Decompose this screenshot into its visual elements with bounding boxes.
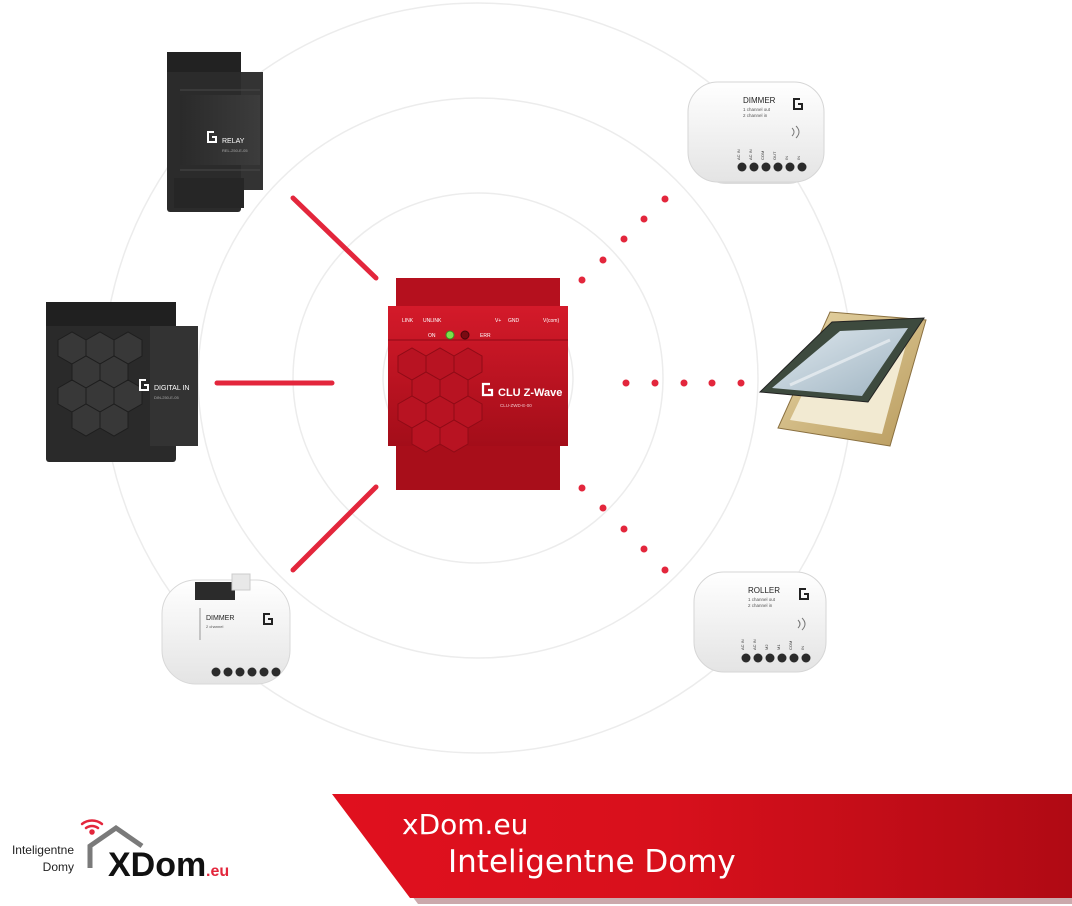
dimmer-terminal-2: AC IN [748,149,753,160]
wired-line-dimmer [290,484,379,573]
roof-window-image [758,311,927,447]
relay-module: RELAY REL-250-E-05 [167,52,263,212]
dimmer-wired-logo-icon [263,613,273,625]
roller-wireless-subtitle1: 1 channel out [748,597,776,602]
hub-port-unlink: UNLINK [423,318,442,324]
dimmer-wireless-subtitle1: 1 channel out [743,107,771,112]
dimmer-wireless-label: DIMMER [743,96,776,105]
brand-banner: xDom.eu Inteligentne Domy [332,794,1072,898]
digital-in-label: DIGITAL IN [154,385,189,392]
wired-connections [214,195,379,573]
wireless-line-dimmer [578,195,669,284]
relay-code: REL-250-E-05 [222,148,248,153]
roller-terminal-4: M1 [776,644,781,650]
banner-tagline: Inteligentne Domy [448,844,736,880]
wireless-line-window [622,379,745,387]
digital-in-logo-icon [139,379,149,391]
footer: Inteligentne Domy XDom .eu xDom.eu Intel… [0,760,1072,906]
dimmer-wireless-module: DIMMER 1 channel out 2 channel in AC IN … [687,81,825,184]
logo-caption: Inteligentne Domy [2,842,74,876]
digital-in-module: DIGITAL IN DIN-250-E-05 [46,302,198,462]
roller-wireless-logo-icon [799,588,809,600]
product-scene: RELAY REL-250-E-05 DIGITAL IN DIN-250-E-… [46,2,927,754]
hub-port-link: LINK [402,318,414,324]
hub-port-vplus: V+ [495,318,501,324]
hub-name: CLU Z-Wave [498,387,562,399]
roller-terminal-5: COM [788,641,793,650]
logo-word: XDom [108,846,206,884]
hub-led-err [460,330,470,340]
roller-wireless-subtitle2: 2 channel in [748,603,773,608]
wifi-icon [80,819,104,835]
banner-site-name: xDom.eu [402,808,529,841]
hub-led-on-label: ON [428,333,436,339]
logo-caption-line2: Domy [42,860,74,874]
dimmer-wireless-logo-icon [793,98,803,110]
hub-port-gnd: GND [508,318,520,324]
dimmer-wired-subtitle: 2 channel [206,624,223,629]
house-icon [87,824,144,868]
logo-tld: .eu [206,863,229,880]
roller-wireless-label: ROLLER [748,586,780,595]
clu-zwave-hub: LINK UNLINK V+ GND V(com) ON ERR CLU Z-W… [388,278,568,490]
dimmer-wireless-subtitle2: 2 channel in [743,113,768,118]
roller-terminal-1: AC IN [740,639,745,650]
wireless-line-roller [578,484,669,574]
dimmer-terminal-4: OUT [772,151,777,160]
hub-logo-icon [481,382,494,397]
wired-line-relay [290,195,379,281]
dimmer-terminal-1: AC IN [736,149,741,160]
hub-led-on [445,330,455,340]
dimmer-terminal-5: IN [784,156,789,160]
hub-code: CLU-ZWD-E-00 [500,403,532,408]
roller-terminal-3: M2 [764,644,769,650]
dimmer-terminal-3: COM [760,151,765,160]
relay-label: RELAY [222,138,245,145]
dimmer-wired-label: DIMMER [206,615,234,622]
xdom-logo[interactable]: XDom .eu [80,818,240,888]
digital-in-code: DIN-250-E-05 [154,395,179,400]
dimmer-wireless-antenna-icon [791,125,800,139]
roller-terminal-2: AC IN [752,639,757,650]
dimmer-terminal-6: IN [796,156,801,160]
roller-wireless-antenna-icon [797,617,806,631]
logo-caption-line1: Inteligentne [11,843,74,857]
hub-port-vcom: V(com) [543,318,559,324]
roller-wireless-module: ROLLER 1 channel out 2 channel in AC IN … [693,571,827,673]
relay-logo-icon [207,131,217,143]
wireless-connections [578,195,745,574]
roller-terminal-6: IN [800,646,805,650]
dimmer-wired-module: DIMMER 2 channel [161,573,291,685]
hub-led-err-label: ERR [480,333,491,339]
